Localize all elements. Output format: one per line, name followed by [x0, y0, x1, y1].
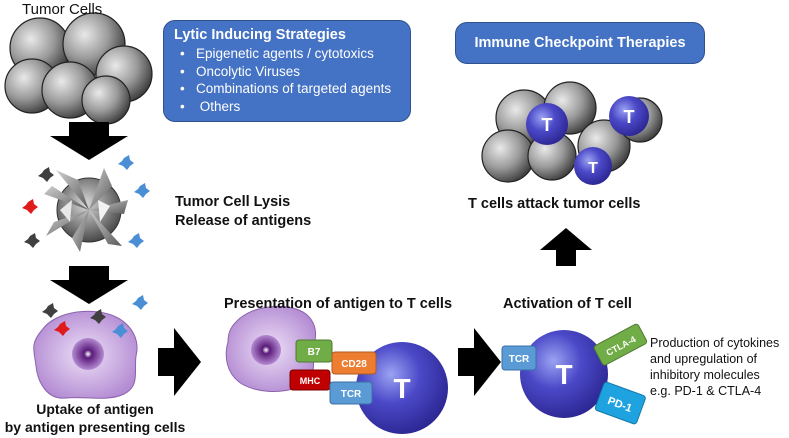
right-arrow-1: [158, 328, 201, 396]
production-line: and upregulation of: [650, 352, 758, 366]
production-label: Production of cytokines and upregulation…: [650, 335, 779, 399]
tcr-molecule-2: [501, 345, 537, 371]
t-cell-activated: [520, 330, 608, 418]
tcr2-label: TCR: [509, 354, 530, 365]
uptake-line-1: Uptake of antigen: [36, 401, 154, 417]
mhc-label: MHC: [300, 376, 321, 386]
production-line: Production of cytokines: [650, 336, 780, 350]
presentation-label: Presentation of antigen to T cells: [224, 296, 453, 312]
down-arrow-2: [50, 266, 128, 304]
tumor-cells-label: Tumor Cells: [22, 1, 103, 18]
lytic-strategies-title: Lytic Inducing Strategies: [174, 27, 346, 43]
uptake-label: Uptake of antigen by antigen presenting …: [0, 400, 190, 436]
cd28-molecule: [331, 351, 377, 375]
lysis-line-2: Release of antigens: [175, 213, 312, 229]
checkpoint-therapies-title: Immune Checkpoint Therapies: [474, 35, 686, 51]
activation-label: Activation of T cell: [503, 296, 632, 312]
b7-molecule: [295, 339, 333, 363]
b7-label: B7: [308, 347, 321, 358]
released-antigens: [22, 155, 150, 248]
lysed-tumor-cell: [44, 168, 128, 252]
mhc-molecule: [289, 369, 331, 391]
tumor-cell-cluster: [4, 12, 153, 125]
t-label-activated: T: [555, 359, 572, 390]
t-cell-presentation: [356, 342, 448, 434]
down-arrow-1: [50, 122, 128, 160]
t-cell-attack-3: [574, 147, 612, 185]
t-label-attack-3: T: [588, 160, 598, 177]
t-cell-attack-2: [609, 96, 649, 136]
lytic-item: Combinations of targeted agents: [180, 80, 400, 98]
lytic-strategies-box: Lytic Inducing Strategies Epigenetic age…: [163, 20, 411, 122]
ctla4-molecule: [593, 323, 648, 366]
lysis-line-1: Tumor Cell Lysis: [175, 194, 291, 210]
lytic-item: Epigenetic agents / cytotoxics: [180, 45, 400, 63]
t-label-presentation: T: [393, 373, 410, 404]
cd28-label: CD28: [341, 359, 367, 370]
t-label-attack-2: T: [624, 107, 635, 127]
production-line: e.g. PD-1 & CTLA-4: [650, 384, 762, 398]
pd1-molecule: [594, 381, 646, 425]
tcr-molecule: [329, 381, 373, 405]
lytic-item: Others: [180, 98, 400, 116]
up-arrow: [540, 228, 592, 266]
attack-label: T cells attack tumor cells: [468, 196, 641, 212]
t-label-attack-1: T: [542, 115, 553, 135]
antigen-presenting-cell-1: [33, 295, 148, 399]
t-cell-attack-1: [526, 103, 568, 145]
uptake-line-2: by antigen presenting cells: [4, 419, 186, 435]
lytic-item: Oncolytic Viruses: [180, 63, 400, 81]
tcr-label: TCR: [341, 389, 362, 400]
checkpoint-therapies-box: Immune Checkpoint Therapies: [455, 22, 705, 64]
production-line: inhibitory molecules: [650, 368, 760, 382]
right-arrow-2: [458, 328, 501, 396]
lysis-label: Tumor Cell Lysis Release of antigens: [175, 193, 311, 231]
lytic-strategies-list: Epigenetic agents / cytotoxics Oncolytic…: [174, 45, 400, 115]
